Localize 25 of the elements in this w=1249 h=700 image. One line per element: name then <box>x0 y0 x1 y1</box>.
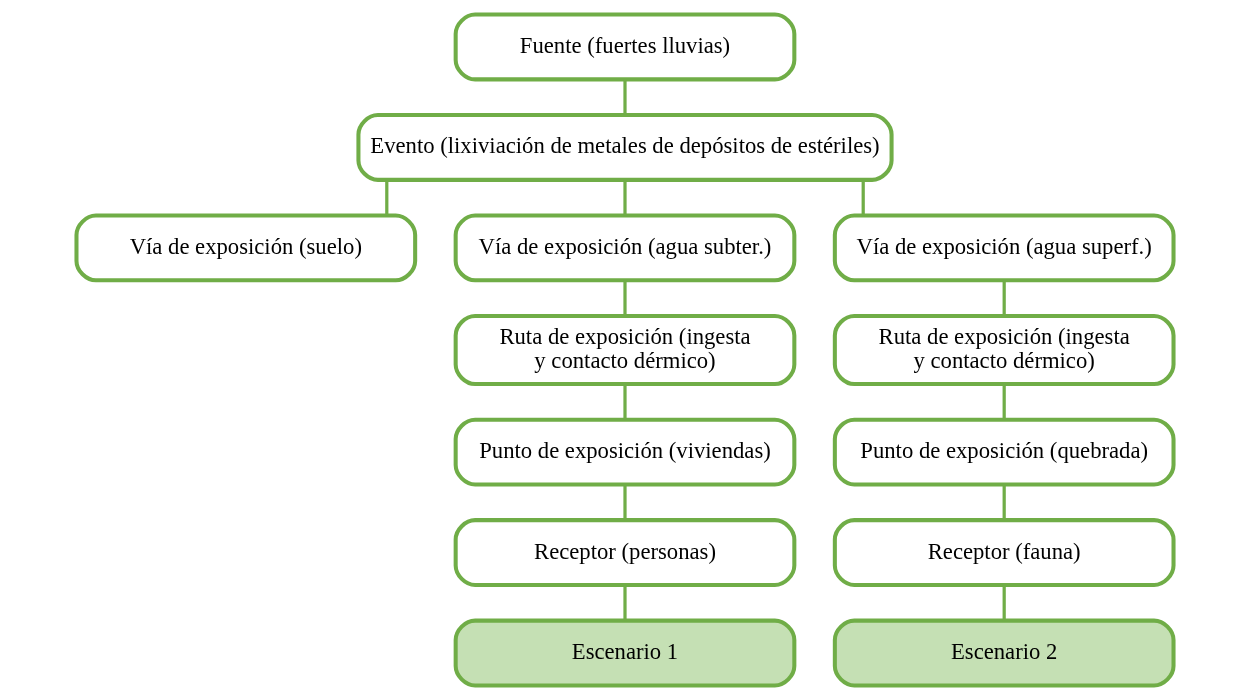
node-box: Fuente (fuertes lluvias) <box>453 12 796 82</box>
connector <box>622 585 627 621</box>
connector <box>622 280 627 316</box>
connector <box>1002 585 1006 621</box>
node-box: Vía de exposición (agua subter.) <box>453 213 796 283</box>
node-box: Vía de exposición (suelo) <box>73 213 417 283</box>
connector <box>622 79 627 115</box>
connector <box>861 180 865 216</box>
node-box: Receptor (personas) <box>453 518 796 587</box>
node-box: Receptor (fauna) <box>832 518 1176 587</box>
node-box: Vía de exposición (agua superf.) <box>832 213 1176 283</box>
connector <box>1002 485 1006 520</box>
connector <box>622 384 627 420</box>
connector <box>622 180 627 216</box>
node-box: Evento (lixiviación de metales de depósitos de estériles) <box>355 113 894 182</box>
connector <box>622 485 627 520</box>
node-box: Escenario 2 <box>832 618 1176 688</box>
connector <box>1002 384 1006 420</box>
node-box: Ruta de exposición (ingesta y contacto dérmico) <box>453 313 796 387</box>
node-box: Escenario 1 <box>453 618 796 688</box>
node-box: Ruta de exposición (ingesta y contacto dérmico) <box>832 313 1176 387</box>
node-box: Punto de exposición (quebrada) <box>832 417 1176 487</box>
node-box: Punto de exposición (viviendas) <box>453 417 796 487</box>
connector <box>384 180 388 216</box>
connector <box>1002 280 1006 316</box>
